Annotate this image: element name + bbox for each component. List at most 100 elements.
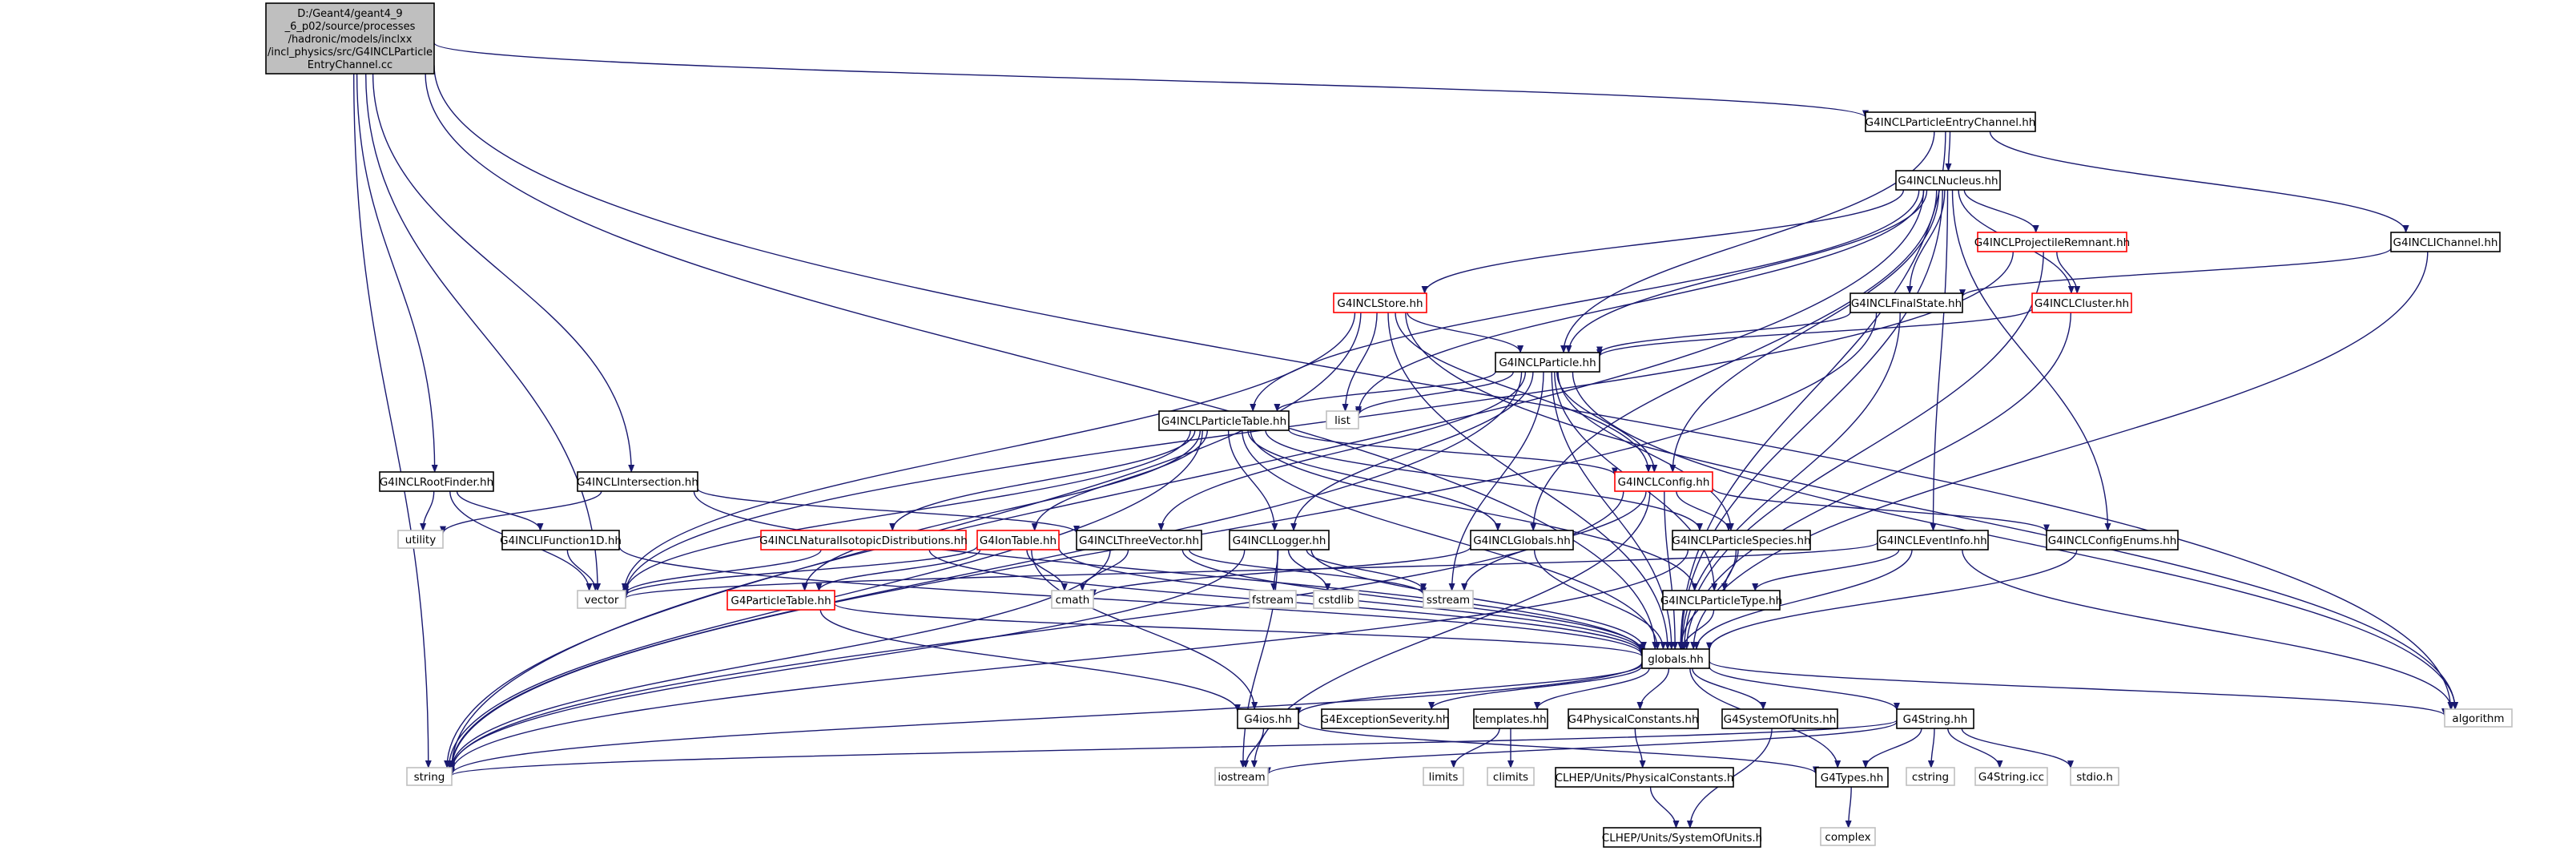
node-ichannel[interactable]: G4INCLIChannel.hh [2390, 232, 2501, 252]
node-templates[interactable]: templates.hh [1473, 708, 1548, 729]
edge-ptable-to-config [1288, 429, 1618, 476]
edge-eventinfo-to-ptype [1752, 549, 1900, 591]
node-label-natiso: G4INCLNaturalIsotopicDistributions.hh [759, 534, 968, 547]
node-label-iostream: iostream [1218, 771, 1265, 784]
node-configenums[interactable]: G4INCLConfigEnums.hh [2046, 530, 2179, 551]
edge-entrychannel-to-globals [1677, 131, 1946, 650]
edge-ptable-to-vector [622, 430, 1191, 594]
edge-g4ios-to-g4types [1298, 721, 1819, 775]
node-iontable[interactable]: G4IonTable.hh [976, 530, 1060, 551]
edge-intersection-to-utility [440, 490, 602, 534]
node-box-cluster [2031, 292, 2132, 313]
edge-nucleus-to-finalstate [1906, 189, 1946, 294]
node-label-entrychannel: G4INCLParticleEntryChannel.hh [1866, 116, 2036, 129]
node-ptype[interactable]: G4INCLParticleType.hh [1660, 590, 1782, 611]
node-string: string [406, 767, 453, 786]
nodes-layer: D:/Geant4/geant4_9_6_p02/source/processe… [265, 2, 2513, 848]
edge-projremnant-to-cluster [2056, 251, 2081, 294]
edge-nucleus-to-store [1421, 189, 1905, 294]
node-root[interactable]: D:/Geant4/geant4_9_6_p02/source/processe… [265, 2, 435, 75]
node-box-ptable [1158, 410, 1290, 431]
edge-g4string-to-iostream [1265, 721, 1898, 776]
node-g4string[interactable]: G4String.hh [1896, 708, 1974, 729]
node-label-root-line-0: D:/Geant4/geant4_9 [297, 8, 402, 20]
node-nucleus[interactable]: G4INCLNucleus.hh [1895, 170, 2001, 191]
node-box-projremnant [1977, 232, 2127, 252]
edge-threevector-to-globals [1181, 549, 1645, 652]
node-physconst[interactable]: G4PhysicalConstants.hh [1568, 708, 1699, 729]
node-label-vector: vector [585, 594, 619, 607]
node-g4ios[interactable]: G4ios.hh [1237, 708, 1299, 729]
node-clhepunits[interactable]: CLHEP/Units/SystemOfUnits.h [1602, 827, 1762, 848]
edge-threevector-to-sstream [1188, 549, 1427, 596]
node-natiso[interactable]: G4INCLNaturalIsotopicDistributions.hh [759, 530, 968, 551]
edge-root-to-globals [425, 73, 1659, 650]
node-label-logger: G4INCLLogger.hh [1233, 534, 1326, 547]
edge-cluster-to-particle [1596, 308, 2033, 357]
node-label-g4string: G4String.hh [1903, 713, 1968, 726]
node-globals[interactable]: globals.hh [1641, 648, 1710, 669]
node-box-pspecies [1672, 530, 1811, 551]
node-sstream: sstream [1423, 590, 1474, 609]
node-g4types[interactable]: G4Types.hh [1815, 767, 1889, 788]
node-clhepconst[interactable]: CLHEP/Units/PhysicalConstants.h [1555, 767, 1734, 788]
node-eventinfo[interactable]: G4INCLEventInfo.hh [1877, 530, 1989, 551]
node-label-ptable: G4INCLParticleTable.hh [1161, 415, 1286, 428]
node-label-store: G4INCLStore.hh [1337, 297, 1423, 310]
edge-particle-to-string [449, 371, 1523, 769]
node-intersection[interactable]: G4INCLIntersection.hh [577, 471, 698, 492]
node-config[interactable]: G4INCLConfig.hh [1614, 471, 1713, 492]
edge-nucleus-to-configenums [1951, 189, 2111, 531]
node-ptable[interactable]: G4INCLParticleTable.hh [1158, 410, 1290, 431]
edge-natiso-to-vector [622, 549, 822, 595]
node-label-eventinfo: G4INCLEventInfo.hh [1878, 534, 1986, 547]
node-particle[interactable]: G4INCLParticle.hh [1495, 352, 1600, 373]
edge-iontable-to-g4ptable [815, 549, 981, 591]
edge-root-to-rootfinder [356, 73, 438, 473]
node-label-cstdlib: cstdlib [1318, 594, 1354, 607]
node-label-inclglobals: G4INCLGlobals.hh [1473, 534, 1571, 547]
node-function1d[interactable]: G4INCLIFunction1D.hh [500, 530, 622, 551]
node-label-cmath: cmath [1056, 594, 1090, 607]
node-pspecies[interactable]: G4INCLParticleSpecies.hh [1672, 530, 1811, 551]
node-box-excsev [1321, 708, 1449, 729]
node-box-store [1333, 292, 1427, 313]
node-sysunits[interactable]: G4SystemOfUnits.hh [1721, 708, 1838, 729]
node-box-fstream [1249, 590, 1297, 609]
edge-ptable-to-ptype [1250, 430, 1698, 591]
node-g4ptable[interactable]: G4ParticleTable.hh [727, 590, 835, 611]
node-label-cluster: G4INCLCluster.hh [2035, 297, 2129, 310]
node-box-particle [1495, 352, 1600, 373]
edge-intersection-to-threevector [697, 488, 1080, 534]
node-cmath: cmath [1051, 590, 1094, 609]
node-excsev[interactable]: G4ExceptionSeverity.hh [1321, 708, 1450, 729]
edge-globals-to-templates [1534, 667, 1650, 710]
node-finalstate[interactable]: G4INCLFinalState.hh [1849, 292, 1963, 313]
edge-globals-to-physconst [1636, 667, 1670, 710]
node-label-list: list [1334, 414, 1350, 427]
node-fstream: fstream [1249, 590, 1297, 609]
node-box-iontable [976, 530, 1060, 551]
node-label-root-line-1: _6_p02/source/processes [284, 21, 416, 33]
edge-function1d-to-vector [566, 549, 599, 591]
edge-particle-to-logger [1290, 371, 1534, 531]
node-cluster[interactable]: G4INCLCluster.hh [2031, 292, 2132, 313]
node-threevector[interactable]: G4INCLThreeVector.hh [1076, 530, 1202, 551]
node-label-root-line-2: /hadronic/models/inclxx [288, 34, 413, 46]
node-label-g4types: G4Types.hh [1821, 772, 1884, 784]
node-entrychannel[interactable]: G4INCLParticleEntryChannel.hh [1865, 111, 2036, 132]
edge-root-to-algorithm [433, 65, 2454, 710]
node-label-algorithm: algorithm [2452, 712, 2504, 725]
node-rootfinder[interactable]: G4INCLRootFinder.hh [379, 471, 494, 492]
node-label-complex: complex [1825, 831, 1870, 844]
node-inclglobals[interactable]: G4INCLGlobals.hh [1470, 530, 1574, 551]
node-projremnant[interactable]: G4INCLProjectileRemnant.hh [1974, 232, 2130, 252]
edge-entrychannel-to-nucleus [1945, 131, 1952, 171]
node-iostream: iostream [1214, 767, 1269, 786]
edge-ptable-to-pspecies [1265, 430, 1703, 531]
edge-store-to-config [1395, 312, 1652, 473]
node-box-list [1326, 410, 1359, 430]
edge-g4string-to-g4types [1862, 728, 1922, 768]
node-store[interactable]: G4INCLStore.hh [1333, 292, 1427, 313]
node-logger[interactable]: G4INCLLogger.hh [1229, 530, 1330, 551]
